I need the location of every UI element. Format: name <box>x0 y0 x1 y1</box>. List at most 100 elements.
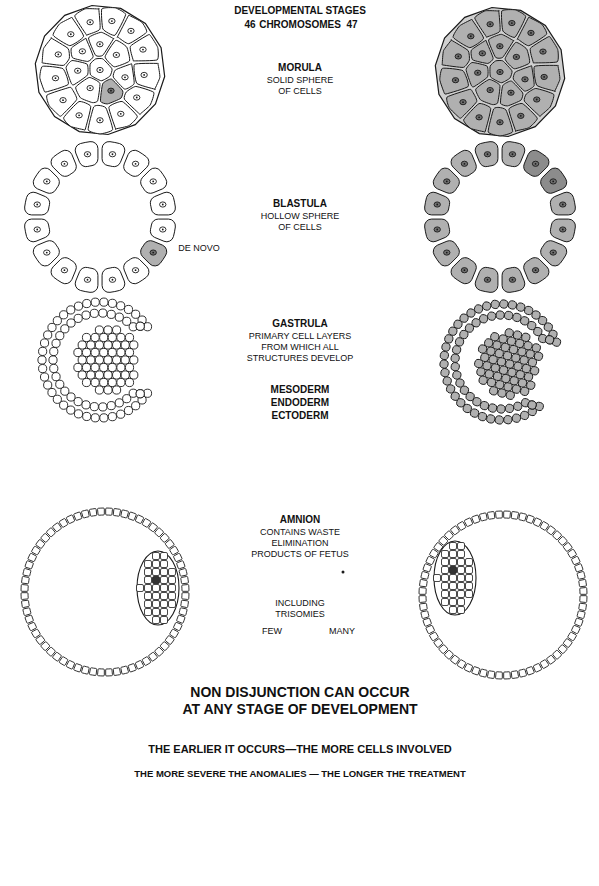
layer-name: ECTODERM <box>271 410 328 422</box>
morula-outline <box>35 6 164 135</box>
cell <box>53 317 61 325</box>
cell <box>145 601 152 608</box>
cell-nucleus <box>84 277 90 282</box>
column-heading: CHROMOSOMES <box>259 19 341 31</box>
cell <box>115 399 123 407</box>
cell <box>36 636 45 645</box>
cell <box>423 618 431 626</box>
nucleus-dot <box>515 56 517 58</box>
cell <box>475 142 498 167</box>
cell <box>433 241 459 266</box>
cell <box>121 371 129 379</box>
cell <box>145 585 152 592</box>
chromosome-count: 47 <box>346 19 357 31</box>
cell <box>451 150 476 176</box>
cell <box>179 608 187 616</box>
cell <box>88 105 113 134</box>
cell <box>475 267 498 292</box>
cell <box>451 526 460 535</box>
cell-nucleus <box>132 268 138 273</box>
cell <box>541 241 567 266</box>
cell <box>136 322 144 330</box>
cell <box>579 579 587 586</box>
embryo-outline <box>137 551 179 625</box>
cell-nucleus <box>550 179 556 184</box>
cell <box>479 401 489 411</box>
nucleus-dot <box>55 77 57 79</box>
cell <box>153 601 160 608</box>
cell <box>56 332 64 340</box>
cell <box>21 585 28 592</box>
cell <box>545 335 555 345</box>
nucleus-dot <box>464 269 466 271</box>
cell <box>541 168 567 193</box>
nucleus-dot <box>162 204 164 206</box>
cell <box>487 311 497 321</box>
nucleus-dot <box>478 116 480 118</box>
cell-nucleus <box>113 52 119 57</box>
cell <box>113 356 121 364</box>
cell <box>450 543 457 550</box>
cell-nucleus <box>497 69 503 74</box>
cell <box>458 591 465 598</box>
cell <box>487 671 494 679</box>
cell <box>451 258 476 284</box>
cell <box>161 569 168 576</box>
cell <box>421 572 429 580</box>
cell <box>23 569 31 577</box>
cell <box>124 406 132 414</box>
cell <box>466 567 473 574</box>
cell <box>74 664 82 672</box>
cell <box>153 617 160 624</box>
nucleus-dot <box>136 97 138 99</box>
cell <box>106 669 113 676</box>
cell <box>100 79 122 104</box>
cell <box>464 664 472 672</box>
nucleus-dot <box>87 153 89 155</box>
nucleus-dot <box>99 43 101 45</box>
cell <box>441 342 451 352</box>
nucleus-dot <box>57 54 59 56</box>
cell-nucleus <box>468 34 474 39</box>
nucleus-dot <box>46 181 48 183</box>
nucleus-dot <box>455 79 457 81</box>
nucleus-dot <box>87 279 89 281</box>
nucleus-dot <box>477 72 479 74</box>
cell <box>60 401 68 409</box>
cell-nucleus <box>487 87 493 92</box>
nucleus-dot <box>135 269 137 271</box>
cell <box>174 622 182 630</box>
cell <box>496 511 503 518</box>
nucleus-dot <box>135 163 137 165</box>
cell <box>124 150 149 176</box>
cell <box>434 575 441 582</box>
cell <box>40 66 69 92</box>
cell <box>169 593 176 600</box>
cell <box>104 326 112 334</box>
cell <box>66 661 74 669</box>
morula-figure <box>35 6 164 135</box>
cell <box>503 415 513 425</box>
cell <box>149 652 158 661</box>
cell <box>125 378 133 386</box>
cell <box>40 373 48 381</box>
cell <box>161 617 168 624</box>
cell <box>527 400 537 410</box>
cell <box>117 378 125 386</box>
cell-nucleus <box>541 74 547 79</box>
nucleus-dot <box>89 87 91 89</box>
nucleus-dot <box>481 52 483 54</box>
cell <box>511 413 521 423</box>
cell <box>169 601 176 608</box>
cell <box>113 509 120 517</box>
cell <box>477 412 487 422</box>
cell <box>47 87 77 116</box>
cell <box>490 299 500 309</box>
cell <box>575 618 583 626</box>
cell <box>108 378 116 386</box>
nucleus-dot <box>535 163 537 165</box>
nucleus-dot <box>510 92 512 94</box>
cell <box>425 192 450 215</box>
cell-nucleus <box>97 67 103 72</box>
cell <box>439 359 449 369</box>
